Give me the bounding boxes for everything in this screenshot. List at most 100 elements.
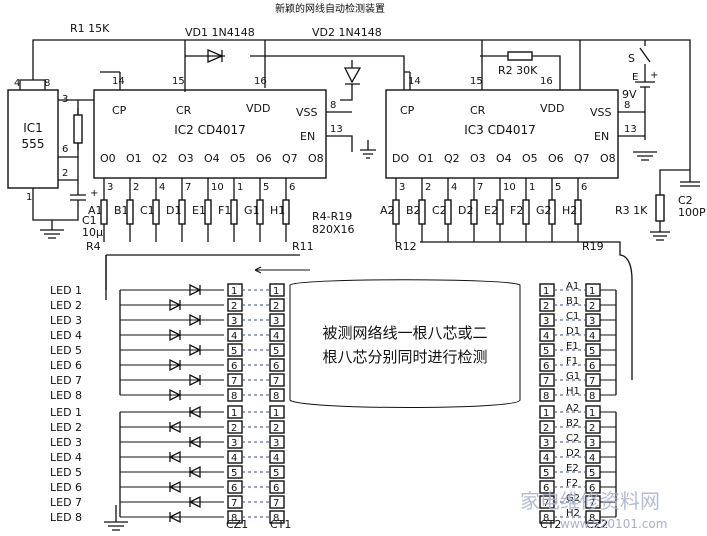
c2-capacitor (680, 170, 700, 187)
ic2-node-2: C1 (140, 204, 155, 217)
ic1-pin-6: 6 (62, 144, 68, 155)
ct1-bot-pin (269, 480, 285, 494)
led-bottom-label-4: LED 5 (50, 466, 82, 479)
right-top-cz2-num-3: 4 (589, 331, 595, 342)
ic2-output-0: O0 (100, 152, 116, 165)
connector-ct2-label: CT2 (540, 518, 561, 531)
ic2-out-pin-6: 5 (263, 182, 269, 193)
svg-text:15: 15 (172, 76, 185, 87)
ic2-output-8: O8 (308, 152, 324, 165)
right-bot-node-7: H2 (566, 508, 580, 519)
led-bottom-diode-2 (188, 435, 201, 449)
ct1-top-pin-num-2: 3 (273, 316, 279, 327)
ct1-bot-pin-num-0: 1 (273, 408, 279, 419)
ic3-output-2: Q2 (444, 152, 460, 165)
r2-resistor (507, 51, 533, 61)
ground-symbol-bottom (104, 505, 128, 531)
cz1-bot-pin-num-1: 2 (231, 423, 237, 434)
cz1-top-pin-num-1: 2 (231, 301, 237, 312)
led-bottom-label-6: LED 7 (50, 496, 82, 509)
ct1-top-pin (269, 298, 285, 312)
led-top-label-6: LED 7 (50, 374, 82, 387)
ic2-pin-en: EN (300, 130, 315, 143)
r-array-value: 820X16 (312, 223, 355, 236)
led-top-diode-0 (189, 283, 202, 297)
ic2-node-6: G1 (244, 204, 260, 217)
ic3-node-4: E2 (484, 204, 498, 217)
ic3-output-5: O5 (522, 152, 538, 165)
ct1-top-pin-num-0: 1 (273, 286, 279, 297)
right-top-ct2-num-2: 3 (543, 316, 549, 327)
right-bot-cz2-num-5: 6 (589, 483, 595, 494)
ic3-resistor (392, 199, 400, 225)
vd2-diode (340, 60, 362, 101)
ic1-pin-2: 2 (62, 168, 68, 179)
right-bot-cz2-num-6: 7 (589, 498, 595, 509)
ic2-output-7: Q7 (282, 152, 298, 165)
right-top-ct2-num-6: 7 (543, 376, 549, 387)
right-bot-node-5: F2 (566, 478, 578, 489)
ct1-bot-pin-num-3: 4 (273, 453, 279, 464)
ic3-out-pin-1: 2 (425, 182, 431, 193)
ic3-pin-vdd: VDD (540, 102, 564, 115)
ic3-resistor (548, 199, 556, 225)
vd2-label: VD2 1N4148 (312, 26, 382, 39)
cz1-bot-pin-num-7: 8 (231, 513, 237, 524)
right-top-cz2-num-4: 5 (589, 346, 595, 357)
ic3-out-pin-2: 4 (451, 182, 457, 193)
cz1-bot-pin-num-0: 1 (231, 408, 237, 419)
ic3-pin-cr: CR (470, 104, 486, 117)
ic2-pin-vss: VSS (296, 106, 318, 119)
led-top-diode-5 (169, 358, 182, 372)
led-bottom-diode-6 (188, 495, 201, 509)
ic1-part: 555 (22, 137, 45, 151)
ic2-resistor (178, 199, 186, 225)
ic2-node-4: E1 (192, 204, 206, 217)
cz1-top-pin-num-7: 8 (231, 391, 237, 402)
ic3-output-3: O3 (470, 152, 486, 165)
ic1-pin-4: 4 (14, 78, 20, 89)
ic3-pin-vss: VSS (590, 106, 612, 119)
cable-text-line2: 根八芯分别同时进行检测 (322, 348, 487, 366)
right-top-node-2: C1 (566, 311, 579, 322)
ic2-out-pin-4: 10 (211, 182, 224, 193)
cz1-bot-pin-num-4: 5 (231, 468, 237, 479)
led-bottom-label-3: LED 4 (50, 451, 82, 464)
ic3-output-6: O6 (548, 152, 564, 165)
right-bot-cz2-num-4: 5 (589, 468, 595, 479)
ic2-resistor (256, 199, 264, 225)
right-top-cz2-num-5: 6 (589, 361, 595, 372)
led-bottom-diode-4 (188, 465, 201, 479)
cz1-bot-pin-num-2: 3 (231, 438, 237, 449)
connector-cz2-label: CZ2 (586, 518, 608, 531)
right-bot-ct2-num-3: 4 (543, 453, 549, 464)
ct1-bot-pin-num-1: 2 (273, 423, 279, 434)
r1-resistor (73, 114, 83, 144)
ct1-bot-pin-num-6: 7 (273, 498, 279, 509)
ic3-cd4017 (385, 89, 619, 179)
led-top-label-4: LED 5 (50, 344, 82, 357)
svg-text:13: 13 (330, 124, 343, 135)
ct1-bot-pin (269, 495, 285, 509)
ic2-resistor (152, 199, 160, 225)
led-bottom-diode-7 (168, 510, 181, 524)
cz1-bot-pin-num-6: 7 (231, 498, 237, 509)
led-bottom-diode-1 (168, 420, 181, 434)
r3-resistor (655, 194, 665, 222)
right-top-ct2-num-1: 2 (543, 301, 549, 312)
c1-capacitor (52, 180, 86, 221)
ic2-out-pin-2: 4 (159, 182, 165, 193)
cz1-top-pin-num-2: 3 (231, 316, 237, 327)
connector-cz1-label: CZ1 (226, 518, 248, 531)
ic2-node-0: A1 (88, 204, 103, 217)
ic3-node-3: D2 (458, 204, 473, 217)
ic3-out-pin-0: 3 (399, 182, 405, 193)
ic3-resistor (470, 199, 478, 225)
switch-s (639, 40, 651, 78)
right-bot-ct2-num-4: 5 (543, 468, 549, 479)
ic2-name: IC2 CD4017 (174, 123, 246, 137)
ct1-top-pin-num-1: 2 (273, 301, 279, 312)
watermark-url: www.520101.com (560, 517, 667, 531)
cz1-top-pin-num-0: 1 (231, 286, 237, 297)
ct1-top-pin-num-4: 5 (273, 346, 279, 357)
